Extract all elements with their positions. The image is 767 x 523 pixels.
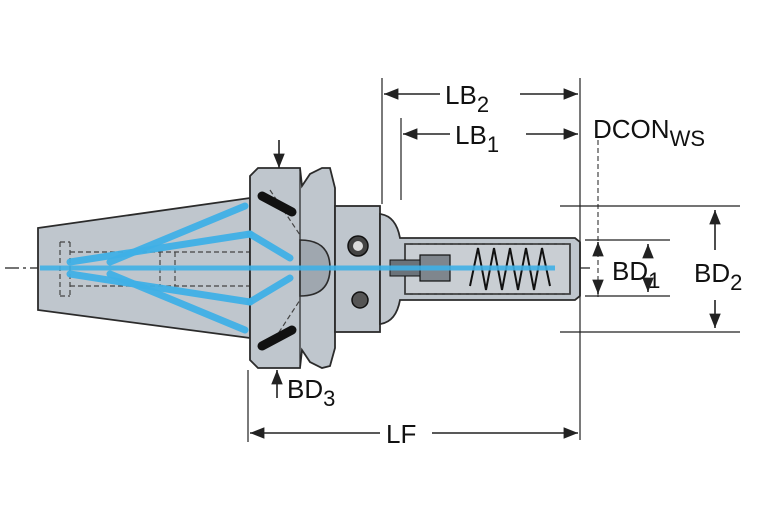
- dconws-label: DCONWS: [593, 114, 705, 151]
- lf-label: LF: [386, 419, 416, 449]
- bd3-label: BD3: [287, 374, 335, 411]
- bd1-label: BD1: [612, 256, 660, 293]
- lb1-label: LB1: [455, 120, 499, 157]
- lb2-label: LB2: [445, 80, 489, 117]
- bd2-label: BD2: [694, 258, 742, 295]
